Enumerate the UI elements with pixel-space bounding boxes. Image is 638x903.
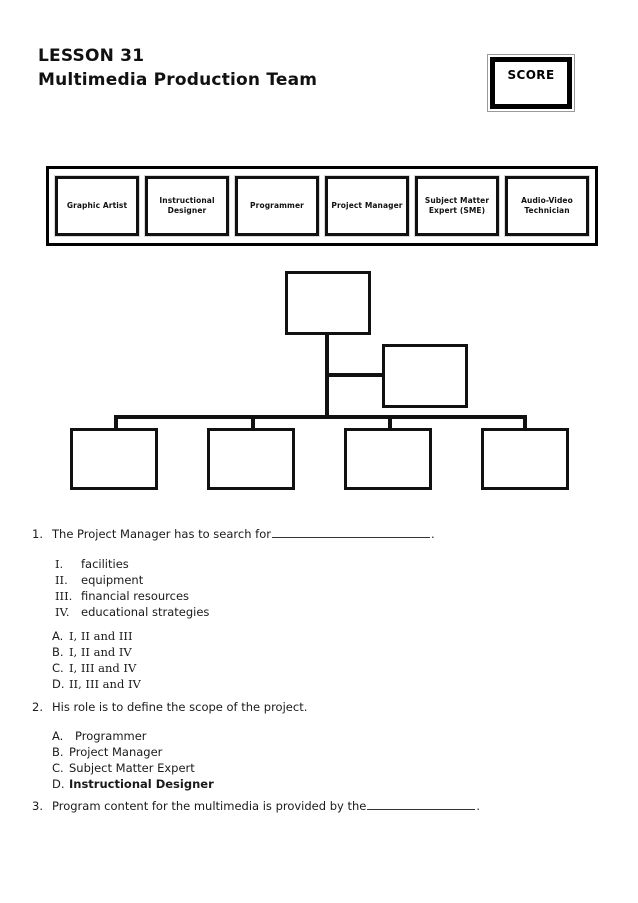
role-label: Programmer bbox=[250, 201, 304, 210]
org-connector-drop-3 bbox=[388, 415, 392, 430]
role-card-programmer[interactable]: Programmer bbox=[234, 175, 320, 237]
org-connector-drop-2 bbox=[251, 415, 255, 430]
option-roman-i[interactable]: I. facilities bbox=[55, 556, 209, 572]
question-3-blank[interactable] bbox=[367, 798, 476, 810]
option-label: equipment bbox=[81, 573, 144, 587]
option-b[interactable]: B. Project Manager bbox=[52, 744, 214, 760]
option-label: II, III and IV bbox=[69, 677, 141, 691]
question-1-text: The Project Manager has to search for bbox=[52, 527, 271, 541]
question-1-roman-options: I. facilities II. equipment III. financial … bbox=[55, 556, 209, 620]
option-key: IV. bbox=[55, 605, 70, 619]
org-box-bottom-2[interactable] bbox=[207, 428, 295, 490]
lesson-number: LESSON 31 bbox=[38, 46, 145, 66]
option-d[interactable]: D. II, III and IV bbox=[52, 676, 141, 692]
score-label: SCORE bbox=[507, 68, 555, 82]
option-key: II. bbox=[55, 573, 68, 587]
option-c[interactable]: C. Subject Matter Expert bbox=[52, 760, 214, 776]
option-label: Subject Matter Expert bbox=[69, 761, 195, 775]
org-box-assistant[interactable] bbox=[382, 344, 468, 408]
option-d[interactable]: D. Instructional Designer bbox=[52, 776, 214, 792]
option-label: Instructional Designer bbox=[69, 777, 214, 791]
option-label: Programmer bbox=[75, 729, 147, 743]
org-connector-drop-4 bbox=[523, 415, 527, 430]
option-key: C. bbox=[52, 761, 64, 775]
role-label: Project Manager bbox=[331, 201, 403, 210]
question-2-stem: 2. His role is to define the scope of the… bbox=[32, 699, 307, 715]
question-1-alpha-options: A. I, II and III B. I, II and IV C. I, III … bbox=[52, 628, 141, 692]
question-3-number: 3. bbox=[32, 799, 43, 813]
question-2-number: 2. bbox=[32, 700, 43, 714]
option-label: I, II and III bbox=[69, 629, 133, 643]
role-card-graphic-artist[interactable]: Graphic Artist bbox=[54, 175, 140, 237]
option-b[interactable]: B. I, II and IV bbox=[52, 644, 141, 660]
question-2-alpha-options: A. Programmer B. Project Manager C. Subject… bbox=[52, 728, 214, 792]
score-box[interactable]: SCORE bbox=[487, 54, 575, 112]
option-key: B. bbox=[52, 645, 64, 659]
org-box-bottom-1[interactable] bbox=[70, 428, 158, 490]
option-label: financial resources bbox=[81, 589, 190, 603]
option-label: facilities bbox=[81, 557, 129, 571]
question-3-period: . bbox=[476, 799, 480, 813]
option-a[interactable]: A. Programmer bbox=[52, 728, 214, 744]
option-key: A. bbox=[52, 729, 64, 743]
option-c[interactable]: C. I, III and IV bbox=[52, 660, 141, 676]
option-label: educational strategies bbox=[81, 605, 210, 619]
option-label: Project Manager bbox=[69, 745, 163, 759]
score-box-inner: SCORE bbox=[490, 57, 572, 109]
role-card-project-manager[interactable]: Project Manager bbox=[324, 175, 410, 237]
lesson-subtitle: Multimedia Production Team bbox=[38, 70, 318, 90]
question-3-stem: 3. Program content for the multimedia is … bbox=[32, 798, 480, 814]
question-3-text: Program content for the multimedia is pr… bbox=[52, 799, 367, 813]
question-1-blank[interactable] bbox=[271, 526, 430, 538]
org-box-bottom-4[interactable] bbox=[481, 428, 569, 490]
option-key: III. bbox=[55, 589, 73, 603]
option-key: I. bbox=[55, 557, 64, 571]
option-key: D. bbox=[52, 677, 65, 691]
option-roman-iii[interactable]: III. financial resources bbox=[55, 588, 209, 604]
question-1-period: . bbox=[430, 527, 435, 541]
org-connector-assistant-stub bbox=[325, 373, 384, 377]
option-key: A. bbox=[52, 629, 64, 643]
option-key: D. bbox=[52, 777, 65, 791]
option-key: C. bbox=[52, 661, 64, 675]
question-1-number: 1. bbox=[32, 527, 43, 541]
option-roman-ii[interactable]: II. equipment bbox=[55, 572, 209, 588]
option-key: B. bbox=[52, 745, 64, 759]
option-label: I, II and IV bbox=[69, 645, 132, 659]
org-connector-drop-1 bbox=[114, 415, 118, 430]
org-connector-bus-horizontal bbox=[114, 415, 527, 419]
org-box-top[interactable] bbox=[285, 271, 371, 335]
option-roman-iv[interactable]: IV. educational strategies bbox=[55, 604, 209, 620]
org-connector-trunk-vertical bbox=[325, 335, 329, 419]
page-title: LESSON 31 Multimedia Production Team bbox=[38, 44, 458, 92]
question-1-stem: 1. The Project Manager has to search for. bbox=[32, 526, 435, 542]
role-label: Graphic Artist bbox=[66, 201, 128, 210]
org-box-bottom-3[interactable] bbox=[344, 428, 432, 490]
option-label: I, III and IV bbox=[69, 661, 137, 675]
question-2-text: His role is to define the scope of the p… bbox=[52, 700, 308, 714]
option-a[interactable]: A. I, II and III bbox=[52, 628, 141, 644]
